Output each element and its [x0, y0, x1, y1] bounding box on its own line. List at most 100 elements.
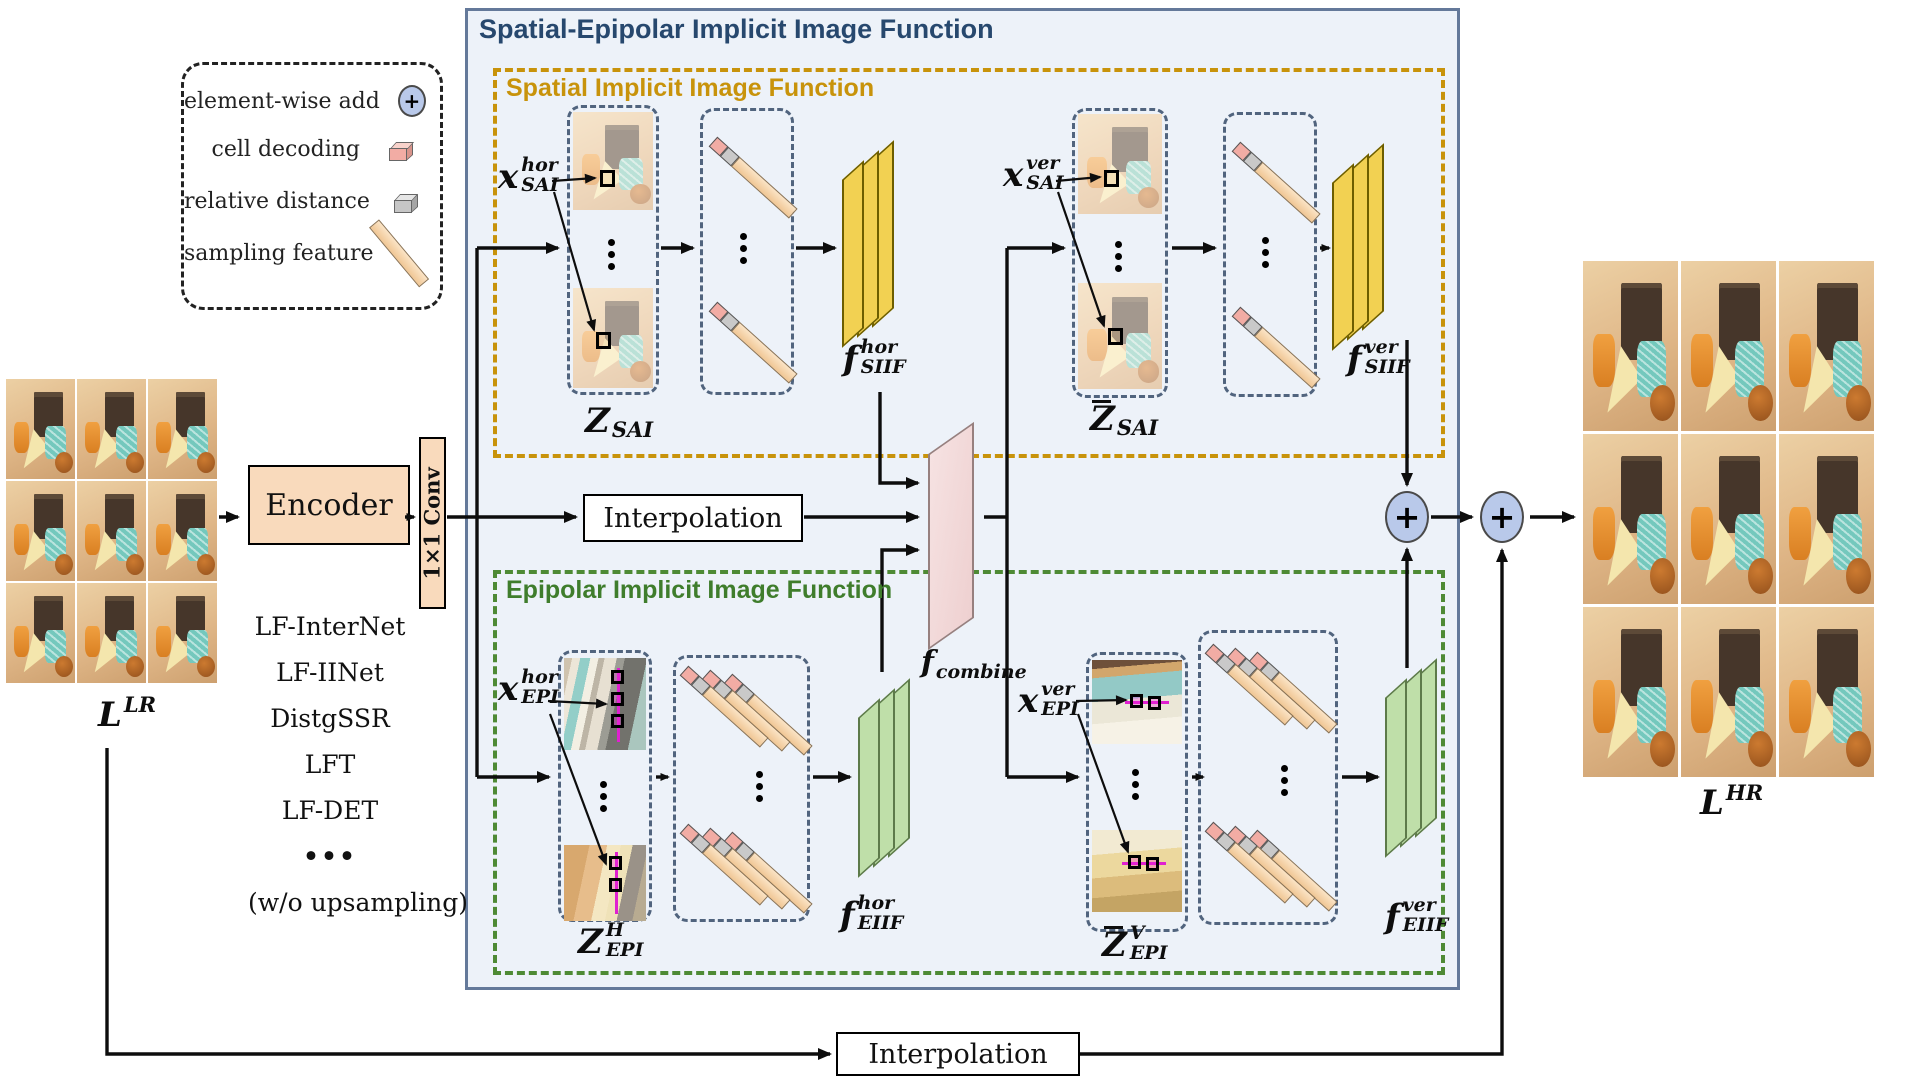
legend-row-feat: sampling feature: [184, 241, 440, 266]
interpolation-top-box: Interpolation: [583, 494, 803, 542]
sample-point-marker: [1128, 855, 1141, 869]
legend-row-cell: cell decoding: [184, 137, 440, 162]
lr-view-image: [148, 379, 217, 479]
lr-view-image: [6, 379, 75, 479]
vertical-ellipsis-icon: [740, 228, 747, 269]
spatial-function-title: Spatial Implicit Image Function: [506, 74, 875, 102]
epi-thumbnail: [1092, 830, 1182, 912]
epipolar-function-title: Epipolar Implicit Image Function: [506, 576, 893, 604]
sai-thumbnail: [1078, 114, 1162, 214]
lr-view-image: [148, 583, 217, 683]
encoder-method-note: (w/o upsampling): [248, 888, 468, 917]
sample-point-marker: [1148, 696, 1161, 710]
lr-view-image: [148, 481, 217, 581]
lr-view-image: [6, 481, 75, 581]
sample-point-marker: [611, 670, 624, 684]
legend-label: sampling feature: [184, 241, 374, 266]
sample-point-marker: [611, 692, 624, 706]
hr-view-image: [1583, 434, 1678, 604]
legend-label: cell decoding: [211, 137, 360, 162]
sample-point-marker: [611, 714, 624, 728]
sample-point-marker: [1104, 170, 1119, 187]
relative-distance-cube-icon: [380, 191, 434, 213]
spatial-ver-feature-box: [1223, 112, 1317, 397]
label-f-combine: f combine: [921, 645, 1027, 684]
epi-sample-line: [615, 852, 618, 914]
legend-label: relative distance: [184, 189, 370, 214]
vertical-ellipsis-icon: [608, 234, 615, 275]
ellipsis: •••: [303, 842, 357, 871]
lr-view-image: [6, 583, 75, 683]
lr-view-image: [77, 379, 146, 479]
math-base: L: [98, 695, 122, 735]
encoder-method: DistgSSR: [270, 704, 390, 733]
encoder-method: LF-IINet: [276, 658, 384, 687]
lr-view-image: [77, 583, 146, 683]
cell-decoding-cube-icon: [370, 139, 434, 161]
hr-light-field-grid: [1583, 261, 1874, 777]
sample-point-marker: [600, 170, 615, 187]
label-z-sai: Z SAI: [585, 401, 654, 442]
hr-view-image: [1583, 261, 1678, 431]
sample-point-marker: [1108, 328, 1123, 345]
interpolation-label: Interpolation: [603, 502, 783, 534]
vertical-ellipsis-icon: [1262, 232, 1269, 273]
vertical-ellipsis-icon: [600, 776, 607, 817]
encoder-box: Encoder: [248, 465, 410, 545]
legend-box: element-wise add + cell decoding relativ…: [181, 62, 443, 310]
hr-view-image: [1681, 261, 1776, 431]
math-sup: LR: [123, 692, 157, 717]
sample-point-marker: [596, 332, 611, 349]
main-title: Spatial-Epipolar Implicit Image Function: [479, 14, 994, 44]
vertical-ellipsis-icon: [1281, 760, 1288, 801]
vertical-ellipsis-icon: [756, 766, 763, 807]
encoder-label: Encoder: [265, 487, 393, 523]
label-l-lr: L LR: [98, 692, 156, 735]
zbar-sai-box: [1072, 108, 1168, 398]
vertical-ellipsis-icon: [1115, 236, 1122, 277]
hr-view-image: [1779, 434, 1874, 604]
hr-view-image: [1681, 434, 1776, 604]
hr-view-image: [1779, 261, 1874, 431]
epi-sample-line: [1122, 862, 1166, 865]
epipolar-hor-feature-box: [673, 655, 810, 922]
sample-point-marker: [609, 856, 622, 870]
encoder-method: LFT: [304, 750, 356, 779]
zbar-epi-v-box: [1086, 652, 1188, 932]
spatial-hor-feature-box: [700, 108, 794, 395]
interpolation-label: Interpolation: [868, 1038, 1048, 1070]
hr-view-image: [1779, 607, 1874, 777]
plus-circle-icon: +: [390, 85, 434, 117]
elementwise-add-icon: +: [1480, 491, 1524, 543]
lr-light-field-grid: [6, 379, 217, 683]
encoder-method: LF-DET: [281, 796, 379, 825]
sample-point-marker: [1146, 857, 1159, 871]
hr-view-image: [1681, 607, 1776, 777]
z-sai-box: [567, 105, 659, 395]
sample-point-marker: [609, 878, 622, 892]
label-zbar-sai: Z SAI: [1090, 399, 1159, 440]
vertical-ellipsis-icon: [1132, 764, 1139, 805]
sai-thumbnail: [573, 112, 653, 210]
encoder-method-list: LF-InterNet LF-IINet DistgSSR LFT LF-DET…: [248, 604, 468, 926]
sample-point-marker: [1130, 694, 1143, 708]
lr-view-image: [77, 481, 146, 581]
conv-1x1-box: 1×1 Conv: [419, 437, 446, 609]
elementwise-add-icon: +: [1385, 491, 1429, 543]
legend-row-add: element-wise add +: [184, 85, 440, 117]
label-l-hr: L HR: [1700, 780, 1764, 823]
legend-row-dist: relative distance: [184, 189, 440, 214]
hr-view-image: [1583, 607, 1678, 777]
